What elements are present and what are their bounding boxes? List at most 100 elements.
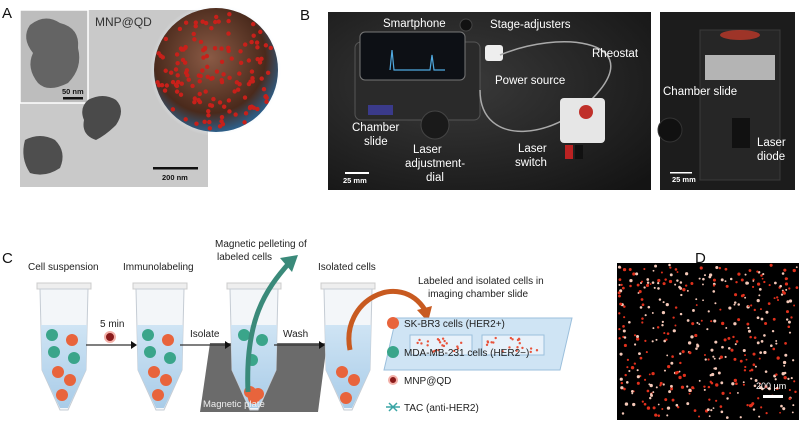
quantum-dot: [263, 94, 269, 99]
arrowhead: [225, 341, 231, 349]
fluorescent-cell: [733, 303, 736, 306]
fluorescent-cell: [760, 317, 764, 321]
fluorescent-cell: [720, 278, 724, 282]
fluorescent-cell: [655, 386, 658, 389]
fluorescent-cell: [772, 347, 776, 351]
fluorescent-cell: [712, 290, 716, 293]
fluorescent-cell: [720, 381, 724, 385]
fluorescent-cell: [618, 294, 621, 298]
tube-liquid: [41, 325, 87, 408]
quantum-dot: [250, 21, 256, 27]
fluorescent-cell: [669, 273, 673, 277]
fluorescent-cell: [622, 267, 627, 272]
sk-br3-cell: [336, 366, 348, 378]
fluorescent-cell: [672, 329, 676, 333]
fluorescent-cell: [783, 364, 786, 367]
fluorescent-cell: [693, 409, 697, 413]
fluorescent-cell: [752, 408, 756, 411]
quantum-dot: [255, 45, 260, 50]
smartphone-screen: [359, 31, 466, 81]
aggregate: [23, 136, 63, 175]
fluorescent-cell: [742, 293, 745, 297]
quantum-dot: [175, 73, 180, 78]
fluorescent-cell: [788, 299, 793, 303]
fluorescent-cell: [713, 357, 716, 360]
label-laser-dial-2: adjustment-: [405, 158, 465, 170]
fluorescent-cell: [666, 414, 669, 417]
sk-br3-cell: [340, 392, 352, 404]
fluorescent-cell: [654, 413, 658, 417]
quantum-dot: [265, 70, 271, 75]
knob: [657, 117, 683, 143]
fluorescent-cell: [695, 304, 698, 307]
cell-dot: [511, 338, 514, 341]
fluorescent-cell: [641, 317, 644, 320]
fluorescent-cell: [729, 277, 733, 281]
fluorescent-cell: [657, 282, 660, 285]
fluorescent-cell: [676, 405, 680, 409]
fluorescent-cell: [639, 306, 643, 309]
fluorescent-cell: [686, 319, 690, 322]
quantum-dot: [254, 40, 260, 45]
quantum-dot: [219, 77, 224, 83]
arrowhead: [131, 341, 137, 349]
fluorescent-cell: [727, 336, 731, 340]
fluorescent-cell: [740, 278, 744, 282]
cell-dot: [445, 342, 448, 345]
panel-c-workflow: Cell suspension Immunolabeling Isolated …: [28, 239, 573, 414]
fluorescent-cell: [724, 267, 728, 271]
fluorescent-cell: [790, 316, 793, 319]
fluorescent-cell: [750, 368, 754, 372]
fluorescent-cell: [668, 279, 673, 284]
fluorescent-cell: [645, 283, 650, 287]
fluorescent-cell: [710, 409, 713, 412]
fluorescent-cell: [712, 284, 716, 287]
fluorescent-cell: [779, 411, 781, 414]
fluorescent-cell: [708, 273, 713, 277]
tube-liquid: [325, 325, 371, 408]
cell-dot: [426, 344, 429, 347]
time-label: 5 min: [100, 319, 124, 330]
fluorescent-cell: [748, 269, 752, 272]
fluorescent-cell: [628, 267, 632, 271]
fluorescent-cell: [760, 406, 763, 409]
scale-bar-d: [763, 395, 783, 398]
legend-mnp-icon: [388, 375, 398, 385]
usb-plug: [485, 45, 503, 61]
quantum-dot: [242, 95, 248, 100]
fluorescent-cell: [753, 336, 757, 339]
fluorescent-cell: [785, 318, 789, 321]
fluorescent-cell: [715, 266, 719, 270]
label-laser-switch-2: switch: [515, 157, 547, 169]
fluorescent-cell: [678, 375, 682, 380]
quantum-dot: [177, 26, 183, 32]
fluorescent-cell: [780, 293, 784, 296]
label-laser-dial-1: Laser: [413, 144, 442, 156]
fluorescent-cell: [624, 373, 627, 377]
cell-dot: [441, 344, 444, 347]
fluorescent-cell: [744, 354, 746, 357]
fluorescent-cells: [617, 263, 799, 419]
fluorescent-cell: [782, 360, 787, 365]
quantum-dot: [255, 106, 260, 112]
fluorescent-cell: [715, 383, 719, 387]
fluorescent-cell: [690, 335, 694, 339]
fluorescent-cell: [784, 277, 788, 281]
fluorescent-cell: [624, 402, 629, 406]
fluorescent-cell: [747, 326, 750, 330]
pelleting-arrowhead: [280, 255, 298, 272]
panel-label-d: D: [695, 250, 706, 267]
fluorescent-cell: [793, 304, 796, 307]
fluorescent-cell: [767, 302, 771, 305]
fluorescent-cell: [731, 382, 735, 386]
quantum-dot: [159, 83, 165, 88]
panel-d-fluorescence: 200 µm: [617, 263, 799, 420]
fluorescent-cell: [680, 385, 685, 389]
quantum-dot: [208, 76, 214, 81]
pelleting-label-2: labeled cells: [217, 252, 272, 263]
fluorescent-cell: [676, 271, 679, 273]
fluorescent-cell: [765, 310, 769, 314]
fluorescent-cell: [674, 268, 678, 271]
fluorescent-cell: [710, 381, 714, 385]
fluorescent-cell: [623, 343, 627, 347]
